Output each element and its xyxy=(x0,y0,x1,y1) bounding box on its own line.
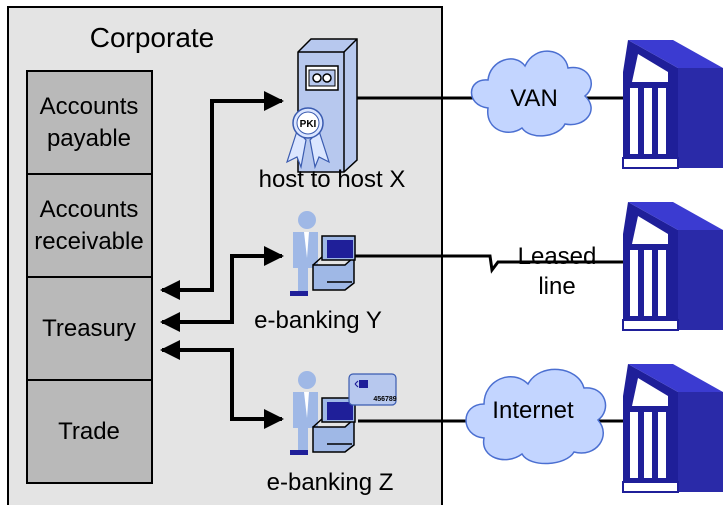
leased-line xyxy=(350,254,628,274)
ebanking-y-user-icon xyxy=(290,211,356,296)
bank-icon xyxy=(622,202,723,331)
department-stack xyxy=(26,70,153,484)
ebanking-z-label: e-banking Z xyxy=(267,469,394,496)
van-label: VAN xyxy=(510,85,558,112)
server-icon xyxy=(297,38,358,173)
bank-icon xyxy=(622,40,723,169)
internet-cloud-icon: Internet xyxy=(465,368,607,465)
ebanking-y-label: e-banking Y xyxy=(254,307,382,334)
host-to-host-label: host to host X xyxy=(259,166,406,193)
internet-label: Internet xyxy=(492,397,574,424)
dept-treasury xyxy=(26,276,153,381)
smart-card-icon: 456789 xyxy=(348,373,397,406)
ebanking-z-user-icon xyxy=(290,371,356,455)
connection-arrows xyxy=(160,91,284,429)
card-number: 456789 xyxy=(373,396,396,403)
pki-badge-label: PKI xyxy=(300,119,317,130)
arrow-ebanking-y xyxy=(160,246,284,332)
pki-badge-icon: PKI xyxy=(285,107,331,170)
corporate-title: Corporate xyxy=(90,22,215,53)
dept-label-trade: Trade xyxy=(58,418,120,445)
van-cloud-icon: VAN xyxy=(470,50,592,137)
dept-label-treasury: Treasury xyxy=(42,315,136,342)
dept-accounts-payable xyxy=(26,70,153,175)
dept-trade xyxy=(26,379,153,484)
arrow-ebanking-z xyxy=(160,340,284,429)
dept-accounts-receivable xyxy=(26,173,153,278)
network-lines xyxy=(350,96,628,423)
bank-icon xyxy=(622,364,723,493)
